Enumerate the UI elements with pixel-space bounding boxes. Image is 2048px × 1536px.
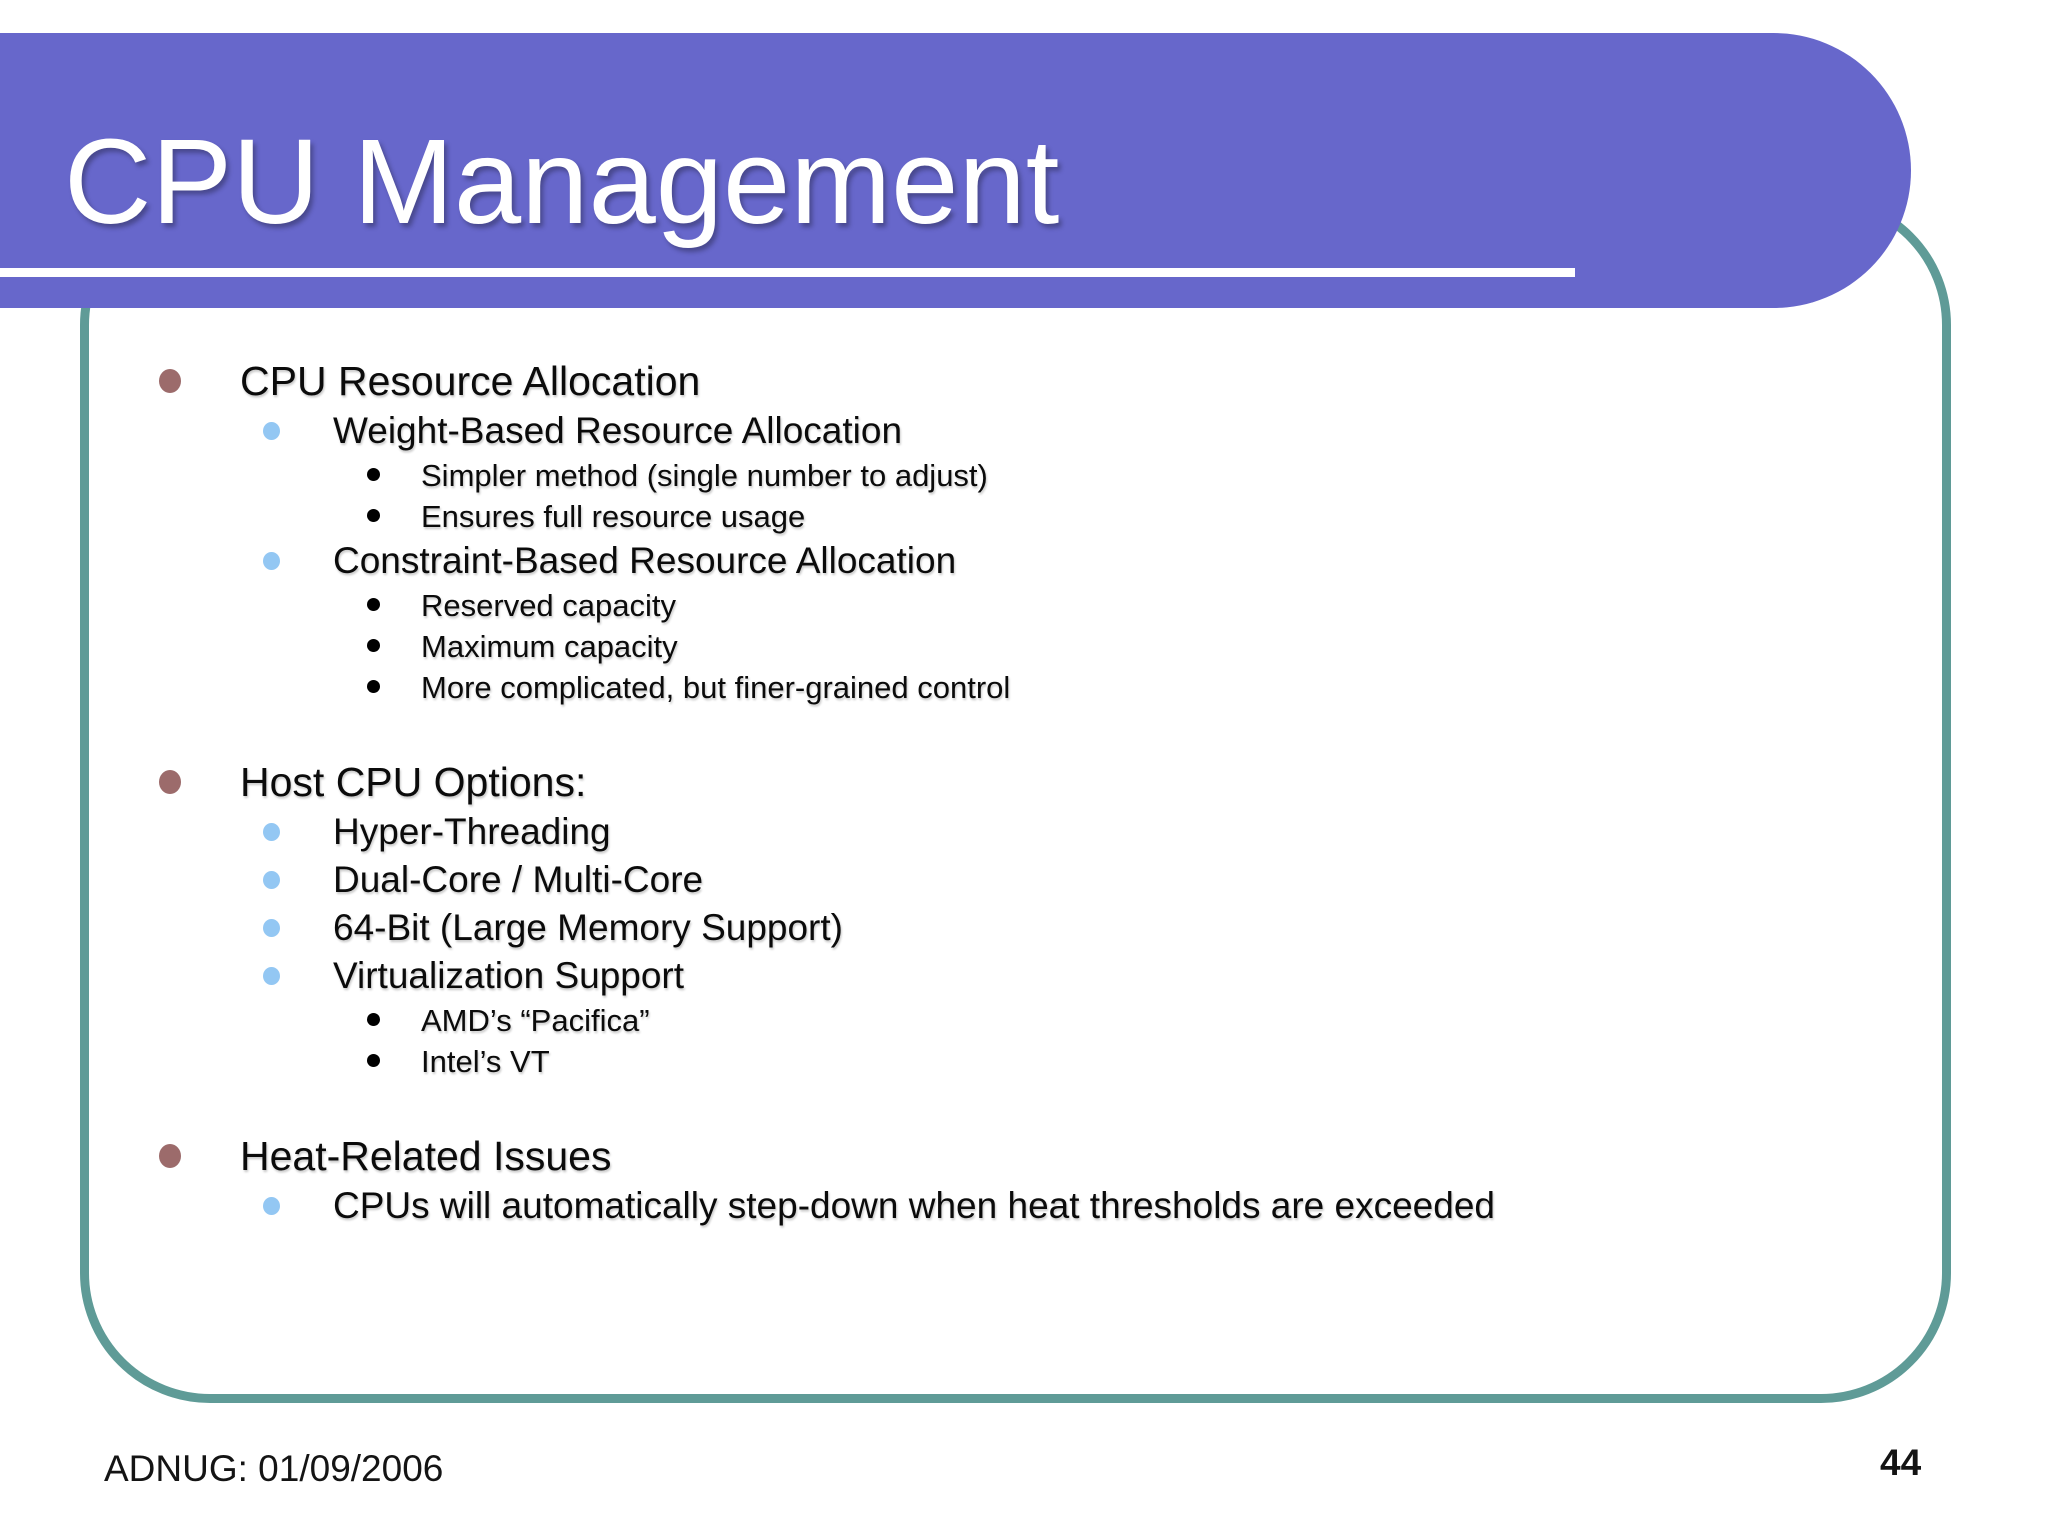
page-number: 44 (1880, 1442, 1922, 1483)
bullet-text: Virtualization Support (333, 955, 685, 996)
bullet-text: Maximum capacity (421, 629, 678, 664)
bullet-item-level3: Reserved capacity (155, 585, 1915, 626)
bullet-item-level2: Hyper-Threading (155, 808, 1915, 856)
black-bullet-icon (367, 468, 380, 481)
black-bullet-icon (367, 680, 380, 693)
bullet-item-level3: Simpler method (single number to adjust) (155, 455, 1915, 496)
maroon-bullet-icon (159, 369, 181, 393)
black-bullet-icon (367, 1013, 380, 1026)
bullet-item-level3: Intel’s VT (155, 1041, 1915, 1082)
bullet-item-level2: 64-Bit (Large Memory Support) (155, 904, 1915, 952)
bullet-text: Weight-Based Resource Allocation (333, 410, 903, 451)
bullet-item-level1: Heat-Related Issues (155, 1130, 1915, 1182)
bullet-text: Ensures full resource usage (421, 499, 806, 534)
bullet-text: Heat-Related Issues (240, 1133, 612, 1179)
bullet-item-level1: CPU Resource Allocation (155, 355, 1915, 407)
blue-bullet-icon (263, 871, 280, 889)
bullet-list: CPU Resource Allocation Weight-Based Res… (155, 355, 1915, 1230)
bullet-item-level3: Maximum capacity (155, 626, 1915, 667)
title-underline (0, 268, 1575, 277)
bullet-text: Host CPU Options: (240, 759, 587, 805)
bullet-text: AMD’s “Pacifica” (421, 1003, 650, 1038)
page-title: CPU Management (64, 113, 1060, 249)
title-banner: CPU Management (0, 33, 1911, 308)
bullet-item-level2: CPUs will automatically step-down when h… (155, 1182, 1915, 1230)
blue-bullet-icon (263, 967, 280, 985)
bullet-item-level3: AMD’s “Pacifica” (155, 1000, 1915, 1041)
black-bullet-icon (367, 1054, 380, 1067)
bullet-item-level3: Ensures full resource usage (155, 496, 1915, 537)
bullet-item-level3: More complicated, but finer-grained cont… (155, 667, 1915, 708)
bullet-text: More complicated, but finer-grained cont… (421, 670, 1011, 705)
black-bullet-icon (367, 509, 380, 522)
blue-bullet-icon (263, 552, 280, 570)
footer-date: ADNUG: 01/09/2006 (104, 1448, 444, 1489)
bullet-text: 64-Bit (Large Memory Support) (333, 907, 843, 948)
bullet-text: Intel’s VT (421, 1044, 550, 1079)
bullet-item-level2: Dual-Core / Multi-Core (155, 856, 1915, 904)
blue-bullet-icon (263, 422, 280, 440)
blue-bullet-icon (263, 823, 280, 841)
blue-bullet-icon (263, 919, 280, 937)
bullet-text: Dual-Core / Multi-Core (333, 859, 704, 900)
bullet-text: Constraint-Based Resource Allocation (333, 540, 957, 581)
maroon-bullet-icon (159, 1144, 181, 1168)
black-bullet-icon (367, 639, 380, 652)
bullet-item-level2: Virtualization Support (155, 952, 1915, 1000)
bullet-text: CPU Resource Allocation (240, 358, 701, 404)
maroon-bullet-icon (159, 770, 181, 794)
bullet-text: CPUs will automatically step-down when h… (333, 1185, 1495, 1226)
bullet-item-level2: Weight-Based Resource Allocation (155, 407, 1915, 455)
blue-bullet-icon (263, 1197, 280, 1215)
bullet-text: Simpler method (single number to adjust) (421, 458, 988, 493)
black-bullet-icon (367, 598, 380, 611)
bullet-text: Hyper-Threading (333, 811, 611, 852)
bullet-item-level2: Constraint-Based Resource Allocation (155, 537, 1915, 585)
bullet-item-level1: Host CPU Options: (155, 756, 1915, 808)
bullet-text: Reserved capacity (421, 588, 677, 623)
